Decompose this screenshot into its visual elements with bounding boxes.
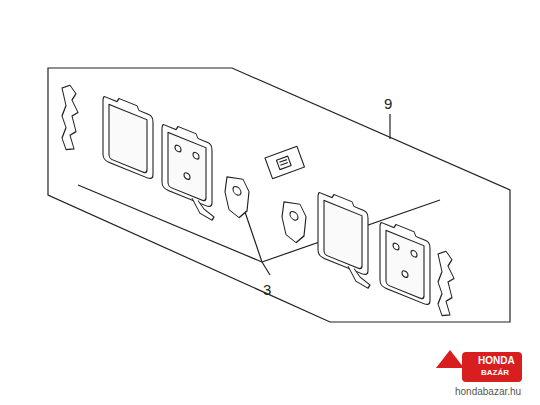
logo-text: BAZÁR bbox=[481, 369, 509, 377]
logo bbox=[436, 350, 522, 382]
logo-text: HONDA bbox=[478, 356, 515, 366]
pad-shim bbox=[438, 248, 454, 320]
small-shim bbox=[225, 172, 249, 222]
callout-number: 3 bbox=[263, 282, 271, 297]
group-bracket bbox=[245, 212, 270, 275]
watermark: hondabazar.hu bbox=[455, 387, 521, 397]
brake-pad bbox=[162, 120, 214, 221]
brake-pad bbox=[318, 188, 370, 289]
callout-number: 9 bbox=[384, 96, 392, 111]
pad-shim bbox=[62, 82, 78, 154]
small-shim bbox=[282, 197, 306, 247]
brake-pad bbox=[103, 92, 153, 180]
grease-packet bbox=[265, 146, 304, 178]
leader-line bbox=[389, 114, 390, 139]
brake-pad bbox=[380, 218, 430, 306]
kit-outline bbox=[48, 68, 510, 322]
